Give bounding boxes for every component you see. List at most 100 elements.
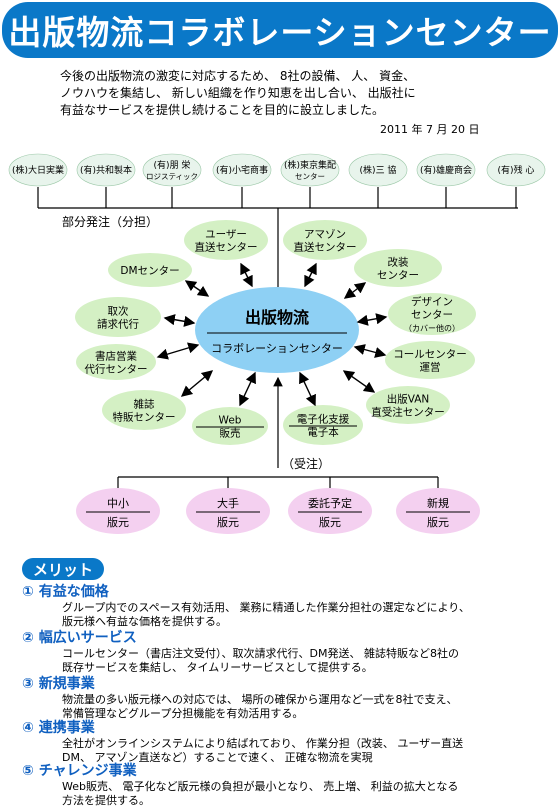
service-label: 特販センター: [113, 412, 176, 424]
service-label: 代行センター: [85, 363, 148, 376]
merit-body-line: 版元様へ有益な価格を提供する。: [62, 615, 227, 628]
company-node: (株)三 協: [348, 153, 408, 208]
service-ellipse: [102, 390, 186, 430]
service-label: ユーザー: [205, 229, 247, 241]
intro-line: ノウハウを集結し、 新しい組織を作り知恵を出し合い、 出版社に: [60, 86, 416, 100]
service-label: 電子本: [307, 426, 339, 439]
company-ellipse: [76, 153, 136, 187]
center-subtitle: コラボレーションセンター: [211, 342, 343, 355]
merit-body: グループ内でのスペース有効活用、 業務に精通した作業分担社の選定などにより、 版…: [62, 601, 470, 629]
merit-item: ⑤ チャレンジ事業 Web販売、 電子化など版元様の負担が最小となり、 売上増、…: [22, 763, 458, 808]
company-name-sub: センター: [295, 172, 325, 181]
service-label: 改装: [388, 256, 409, 269]
service-nodes: ユーザー直送センターアマゾン直送センターDMセンター改装センター取次請求代行デザ…: [75, 220, 476, 445]
service-ellipse: [366, 386, 450, 424]
title-banner: 出版物流コラボレーションセンター: [2, 2, 558, 58]
merit-title: ② 幅広いサービス: [22, 630, 137, 646]
publisher-ellipse: [288, 488, 372, 534]
merit-item: ④ 連携事業 全社がオンラインシステムにより結ばれており、 作業分担（改装、 ユ…: [22, 720, 463, 765]
company-ellipse: [212, 153, 272, 187]
merit-header: メリット: [22, 558, 104, 580]
established-date: 2011 年 7 月 20 日: [380, 123, 480, 136]
page-title: 出版物流コラボレーションセンター: [8, 13, 552, 52]
service-ellipse: [192, 407, 268, 445]
publisher-label: 版元: [427, 515, 449, 529]
publisher-label: 版元: [107, 515, 129, 529]
company-name: (有)残 心: [498, 164, 535, 176]
publisher-label: 版元: [319, 515, 341, 529]
merit-body-line: 方法を提供する。: [62, 794, 150, 807]
merit-title: ④ 連携事業: [22, 720, 95, 736]
center-ellipse: [195, 287, 359, 373]
service-label: Web: [219, 415, 242, 427]
service-label: 直受注センター: [371, 406, 445, 419]
double-arrow: [356, 313, 388, 326]
merit-body-line: コールセンター（書店注文受付）、取次請求代行、DM発送、 雑誌特販など8社の: [62, 647, 459, 660]
double-arrow: [240, 262, 253, 288]
service-label: 取次: [108, 305, 129, 318]
company-ellipse: [416, 153, 476, 187]
company-node: (株)大日実業: [8, 153, 68, 208]
service-label: 請求代行: [97, 318, 139, 331]
service-label: 販売: [220, 427, 241, 440]
center-node: 出版物流 コラボレーションセンター: [195, 287, 359, 373]
service-ellipse: [184, 220, 268, 260]
publisher-label: 新規: [427, 496, 449, 510]
service-label: DMセンター: [120, 265, 179, 277]
double-arrow: [353, 344, 387, 358]
intro-text: 今後の出版物流の激変に対応するため、 8社の設備、 人、 資金、 ノウハウを集結…: [60, 68, 530, 119]
merit-title: ③ 新規事業: [22, 676, 95, 692]
service-label: アマゾン: [304, 229, 346, 241]
double-arrow: [239, 371, 256, 407]
intro-line: 今後の出版物流の激変に対応するため、 8社の設備、 人、 資金、: [60, 69, 416, 83]
company-node: (有)共和製本: [76, 153, 136, 208]
service-node: DMセンター: [108, 253, 192, 287]
publisher-ellipse: [186, 488, 270, 534]
service-label: 雑誌: [134, 398, 155, 411]
merit-body: コールセンター（書店注文受付）、取次請求代行、DM発送、 雑誌特販など8社の 既…: [62, 647, 459, 675]
publisher-ellipse: [396, 488, 480, 534]
publisher-label: 中小: [107, 497, 129, 510]
service-node: Web販売: [192, 407, 268, 445]
organization-diagram: (株)大日実業 (有)共和製本(有)朋 栄ロジスティック(有)小宅商事(株)東京集…: [8, 153, 546, 534]
merit-body-line: 全社がオンラインシステムにより結ばれており、 作業分担（改装、 ユーザー直送: [62, 737, 464, 750]
merit-body: 物流量の多い版元様への対応では、 場所の確保から運用など一式を8社で支え、 常備…: [62, 693, 458, 721]
merit-body-line: DM、 アマゾン直送など）することで速く、 正確な物流を実現: [62, 751, 373, 764]
company-name: (株)大日実業: [12, 164, 64, 176]
connector-arrows: [156, 262, 388, 407]
merit-item: ② 幅広いサービス コールセンター（書店注文受付）、取次請求代行、DM発送、 雑…: [22, 630, 459, 675]
company-ellipse: [348, 153, 408, 187]
publisher-label: 版元: [217, 515, 239, 529]
merit-body: Web販売、 電子化など版元様の負担が最小となり、 売上増、 利益の拡大となる …: [62, 780, 458, 808]
intro-line: 有益なサービスを提供し続けることを目的に設立しました。: [60, 103, 385, 117]
merit-title: ① 有益な価格: [22, 584, 109, 600]
company-node: (有)雄慶商会: [416, 153, 476, 208]
company-name: (株)三 協: [360, 164, 397, 176]
merit-body-line: 物流量の多い版元様への対応では、 場所の確保から運用など一式を8社で支え、: [62, 693, 458, 706]
company-node: (有)小宅商事: [212, 153, 272, 208]
service-ellipse: [388, 293, 476, 335]
service-label: 運営: [420, 361, 441, 374]
double-arrow: [299, 371, 316, 407]
service-node: 取次請求代行: [75, 297, 161, 337]
double-arrow: [343, 282, 367, 299]
publisher-label: 委託予定: [308, 496, 352, 510]
company-ellipse: [8, 153, 68, 187]
merit-item: ① 有益な価格 グループ内でのスペース有効活用、 業務に精通した作業分担社の選定…: [22, 584, 470, 629]
service-label: センター: [411, 309, 453, 321]
merit-body-line: 常備管理などグループ分担機能を有効活用する。: [62, 707, 304, 720]
service-label: センター: [377, 270, 419, 282]
